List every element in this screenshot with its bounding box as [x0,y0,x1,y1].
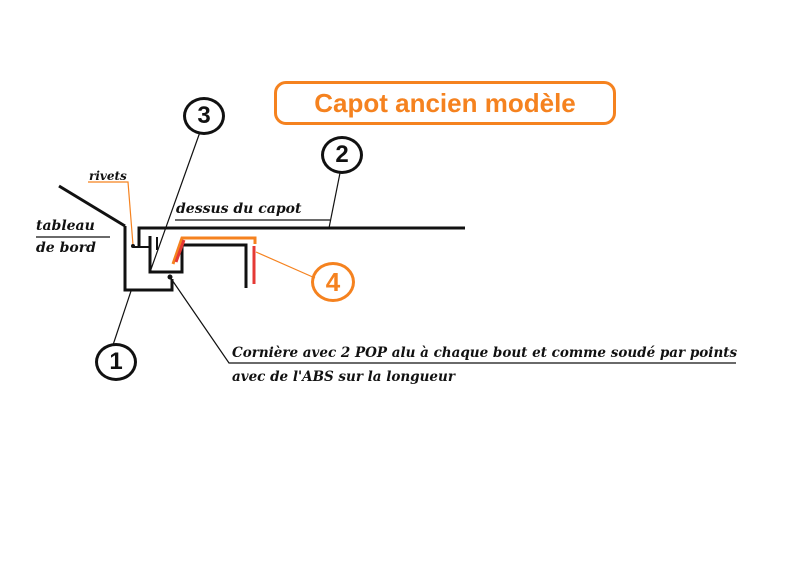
diagram-title: Capot ancien modèle [274,81,616,125]
corniere-label-line1: Cornière avec 2 POP alu à chaque bout et… [232,345,738,361]
leader-3 [149,131,201,273]
callout-1: 1 [95,343,137,381]
callout-3: 3 [183,97,225,135]
hood-top-label: dessus du capot [176,201,302,217]
profile-outer [123,226,174,292]
hood-top-line [137,226,465,248]
marker-dot-2 [131,244,135,248]
callout-4: 4 [311,262,355,302]
dashboard-panel-line [58,184,126,228]
tableau-label-line1: tableau [36,218,95,234]
abs-strip [171,236,257,265]
leader-1 [112,290,132,346]
callout-2: 2 [321,136,363,174]
corniere-label-line2: avec de l'ABS sur la longueur [232,369,455,385]
rivets-label: rivets [89,169,127,183]
profile-inner [148,236,248,288]
leader-corniere [169,276,736,364]
leader-2 [328,172,341,229]
marker-dot-1 [167,274,173,280]
tableau-label-line2: de bord [36,240,96,256]
leader-4 [255,251,316,279]
leader-rivets [88,181,134,246]
red-segment-left [174,239,186,263]
